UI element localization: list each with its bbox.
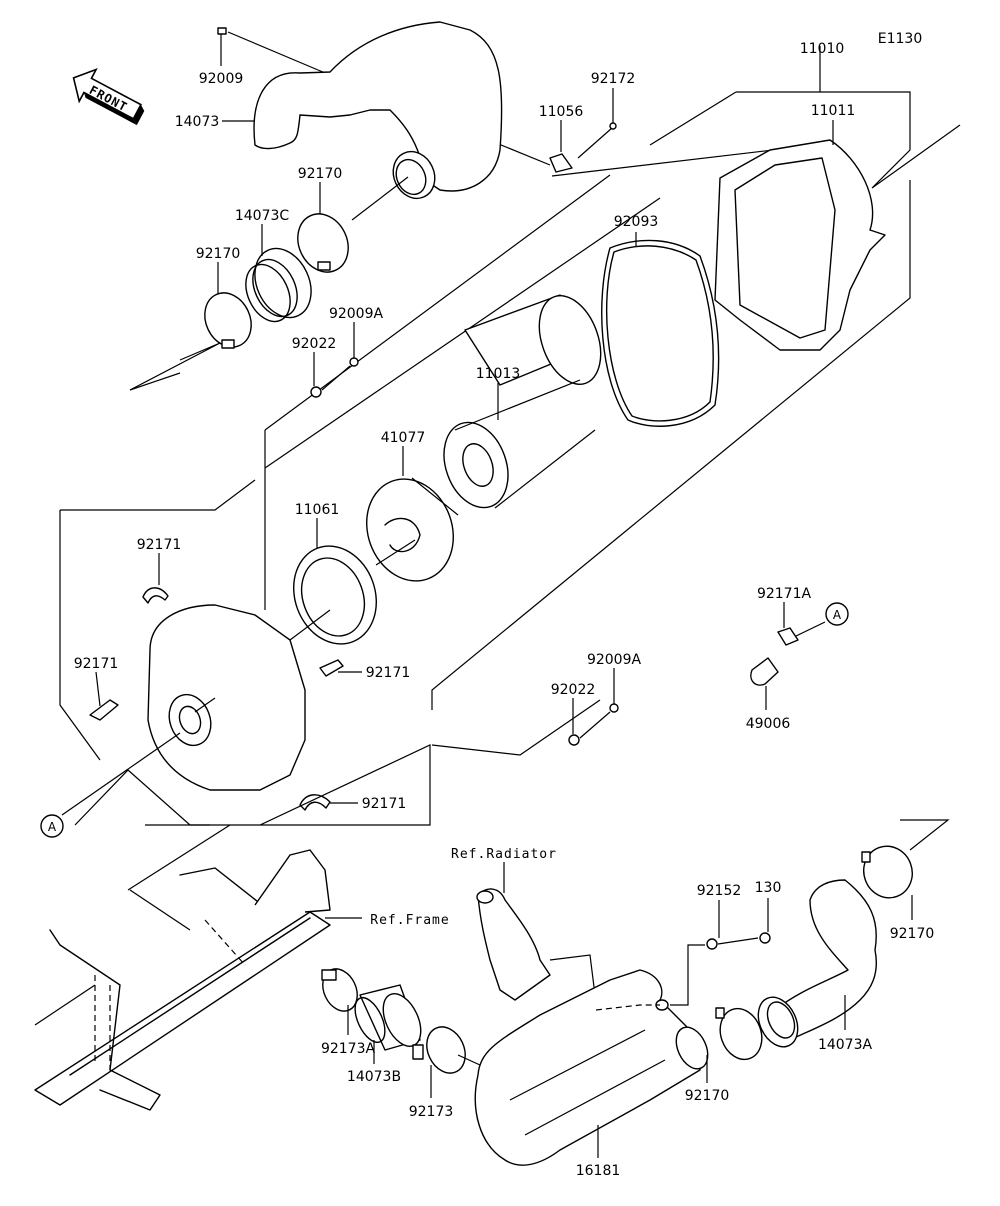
label-92093: 92093 (614, 214, 659, 230)
label-16181: 16181 (576, 1163, 621, 1179)
diagram-code: E1130 (878, 31, 922, 47)
label-92009A: 92009A (587, 652, 642, 668)
radiator-hose-reference (476, 862, 596, 1001)
label-41077: 41077 (381, 430, 426, 446)
clamp-92170-right-bottom (706, 1007, 763, 1083)
label-92022: 92022 (292, 336, 337, 352)
callout-a-right-label: A (833, 608, 842, 622)
clamp-92173 (412, 1026, 481, 1098)
label-11056: 11056 (539, 104, 584, 120)
clamp-92170-upper (297, 182, 349, 273)
part-labels: E1130 92009 14073 11056 92172 11010 1101… (74, 31, 935, 1179)
cap-49006 (750, 657, 779, 710)
label-92171A: 92171A (757, 586, 812, 602)
air-duct-14073 (227, 21, 503, 221)
clamp-92173A (321, 968, 358, 1035)
washer-92152 (706, 900, 759, 950)
gasket-92093 (601, 232, 720, 427)
washer-92022-top (310, 352, 322, 398)
clamp-92170-lower (204, 262, 252, 349)
label-92173: 92173 (409, 1104, 454, 1120)
bracket-11056 (549, 120, 573, 173)
label-92009: 92009 (199, 71, 244, 87)
hose-14073A (757, 879, 877, 1048)
label-49006: 49006 (746, 716, 791, 732)
clip-92171-left (89, 671, 119, 721)
clip-92171-mid (319, 659, 362, 677)
label-14073B: 14073B (347, 1069, 401, 1085)
label-11011: 11011 (811, 103, 856, 119)
clamp-92171A (777, 602, 826, 646)
hose-14073C (245, 224, 312, 323)
screw-92172 (577, 88, 617, 159)
label-92170: 92170 (685, 1088, 730, 1104)
label-92173A: 92173A (321, 1041, 376, 1057)
bolt-92009 (217, 27, 227, 66)
callout-a-right: A (825, 602, 849, 626)
washer-92022-mid (568, 698, 580, 746)
label-92022: 92022 (551, 682, 596, 698)
screw-92009A-top (321, 322, 359, 391)
holder-41077 (366, 446, 459, 582)
label-11010: 11010 (800, 41, 845, 57)
label-11061: 11061 (295, 502, 340, 518)
callout-a-left-label: A (48, 820, 57, 834)
label-14073: 14073 (175, 114, 220, 130)
label-11013: 11013 (476, 366, 521, 382)
nut-130 (759, 898, 771, 944)
filter-element-11013 (443, 294, 602, 509)
label-92171: 92171 (366, 665, 411, 681)
label-92170: 92170 (196, 246, 241, 262)
callout-a-left: A (40, 814, 64, 838)
clamp-92170-right-top (861, 845, 913, 920)
label-92009A: 92009A (329, 306, 384, 322)
seal-11061 (289, 518, 377, 645)
hose-14073B (354, 984, 422, 1064)
screw-92009A-mid (579, 668, 619, 739)
label-ref-radiator: Ref.Radiator (451, 847, 557, 862)
label-92171: 92171 (74, 656, 119, 672)
label-92171: 92171 (137, 537, 182, 553)
label-92172: 92172 (591, 71, 636, 87)
air-cleaner-case (61, 604, 306, 816)
label-92152: 92152 (697, 883, 742, 899)
assembly-guide-lines (59, 46, 961, 931)
resonator-16181 (474, 944, 709, 1166)
front-arrow-icon: FRONT (72, 68, 145, 126)
label-92170: 92170 (890, 926, 935, 942)
label-92171: 92171 (362, 796, 407, 812)
clip-92171-top (142, 553, 169, 604)
air-cleaner-housing-11011 (714, 120, 886, 351)
label-92170: 92170 (298, 166, 343, 182)
clip-92171-bottom (299, 794, 358, 811)
label-14073A: 14073A (818, 1037, 873, 1053)
label-130: 130 (755, 880, 782, 896)
label-14073C: 14073C (235, 208, 290, 224)
frame-reference (34, 849, 362, 1111)
label-ref-frame: Ref.Frame (370, 913, 449, 928)
